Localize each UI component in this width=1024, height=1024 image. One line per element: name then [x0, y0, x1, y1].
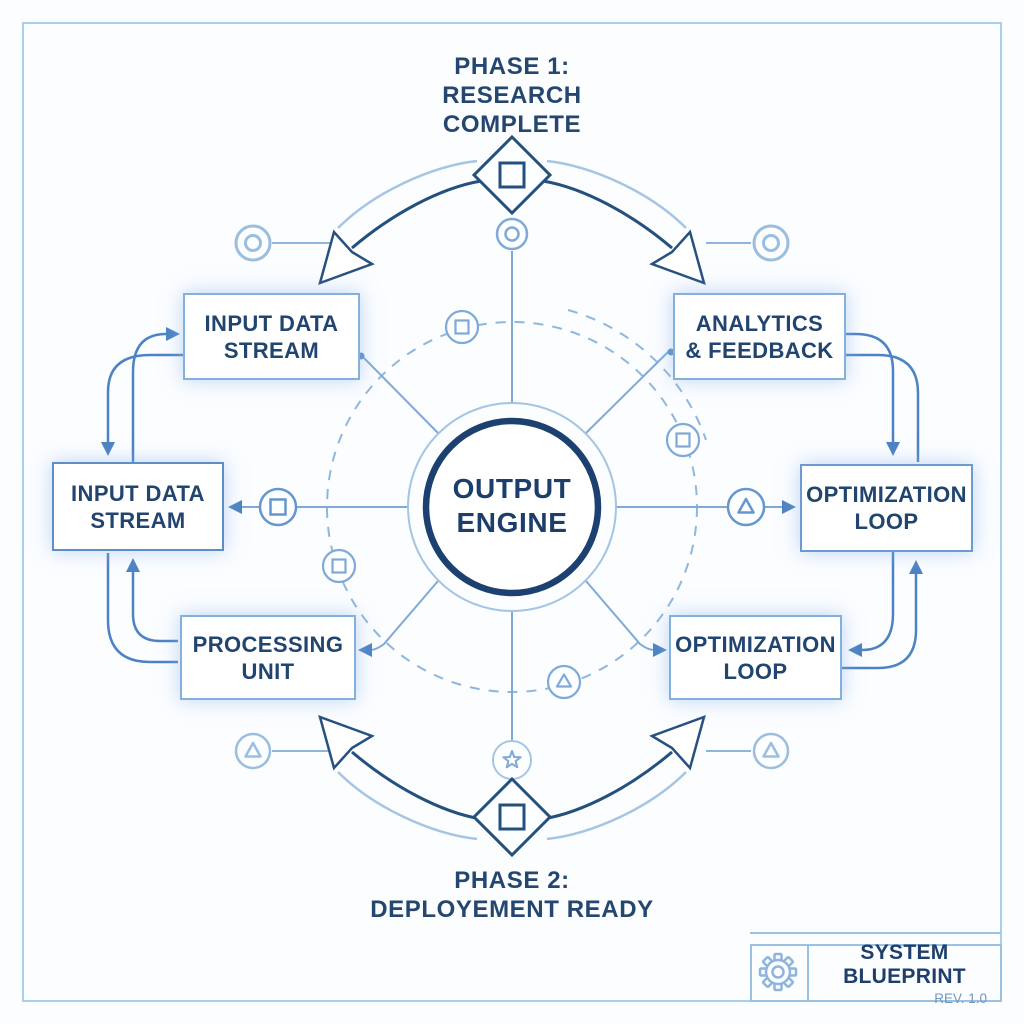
- title-block-text-cell: SYSTEM BLUEPRINT REV. 1.0: [809, 941, 1000, 1006]
- node-label: LOOP: [723, 658, 788, 684]
- phase-arc-arrowheads: [318, 229, 706, 771]
- node-label: STREAM: [90, 507, 186, 533]
- phase-1-line: COMPLETE: [442, 111, 582, 138]
- node-label: & FEEDBACK: [685, 337, 834, 363]
- phase-1-line: RESEARCH: [442, 82, 582, 109]
- small-arrowheads: [101, 327, 923, 657]
- hub-outer-ring: [407, 402, 617, 612]
- node-label: UNIT: [241, 658, 295, 684]
- bottom-diamond-icon: [471, 776, 553, 858]
- node-label: STREAM: [223, 337, 320, 363]
- ring-sse-triangle-icon: [546, 664, 582, 700]
- title-block-gear-cell: [752, 946, 809, 1000]
- node-label: PROCESSING: [192, 631, 344, 657]
- loop-connectors: [106, 332, 920, 670]
- bottom-right-corner-icon: [752, 732, 790, 770]
- north-node-icon: [495, 217, 529, 251]
- node-label: OPTIMIZATION: [806, 482, 967, 507]
- top-left-corner-icon: [234, 224, 272, 262]
- node-label: OPTIMIZATION: [675, 631, 836, 657]
- node-input-data-stream-left: INPUT DATA STREAM: [52, 462, 224, 551]
- node-label: INPUT DATA: [204, 310, 339, 336]
- top-diamond-icon: [471, 134, 553, 216]
- node-output-engine: OUTPUT ENGINE: [412, 472, 612, 540]
- node-label: ANALYTICS: [695, 310, 824, 336]
- phase-1-banner: PHASE 1: RESEARCH COMPLETE: [362, 52, 662, 139]
- gear-icon: [758, 952, 798, 992]
- hub-circle: [422, 417, 602, 597]
- bottom-left-corner-icon: [234, 732, 272, 770]
- phase-2-line: DEPLOYEMENT READY: [370, 896, 654, 923]
- ring-ene-square-icon: [665, 422, 701, 458]
- ring-wsw-square-icon: [321, 548, 357, 584]
- title-block-revision: REV. 1.0: [934, 990, 987, 1006]
- top-right-corner-icon: [752, 224, 790, 262]
- node-processing-unit: PROCESSING UNIT: [180, 615, 356, 700]
- phase-arcs: [337, 159, 687, 841]
- node-label: INPUT DATA: [71, 480, 205, 506]
- phase-2-banner: PHASE 2: DEPLOYEMENT READY: [312, 866, 712, 924]
- node-analytics-feedback: ANALYTICS & FEEDBACK: [673, 293, 846, 380]
- hub-label: OUTPUT: [452, 473, 572, 504]
- corner-icon-links: [272, 242, 751, 752]
- junction-nub: [667, 348, 675, 356]
- west-square-icon: [258, 487, 298, 527]
- hub-label: ENGINE: [456, 507, 568, 538]
- title-block-title: SYSTEM BLUEPRINT: [843, 940, 966, 988]
- node-input-data-stream-top: INPUT DATA STREAM: [183, 293, 360, 380]
- south-star-icon: [492, 740, 532, 780]
- phase-2-line: PHASE 2:: [454, 867, 570, 894]
- east-triangle-icon: [726, 487, 766, 527]
- node-label: LOOP: [854, 509, 919, 534]
- node-optimization-loop-right: OPTIMIZATION LOOP: [800, 464, 973, 552]
- ring-nnw-square-icon: [444, 309, 480, 345]
- node-optimization-loop-bottom: OPTIMIZATION LOOP: [669, 615, 842, 700]
- dashed-arc-ne: [567, 309, 707, 441]
- phase-1-line: PHASE 1:: [454, 53, 570, 80]
- title-block: SYSTEM BLUEPRINT REV. 1.0: [750, 941, 1002, 1006]
